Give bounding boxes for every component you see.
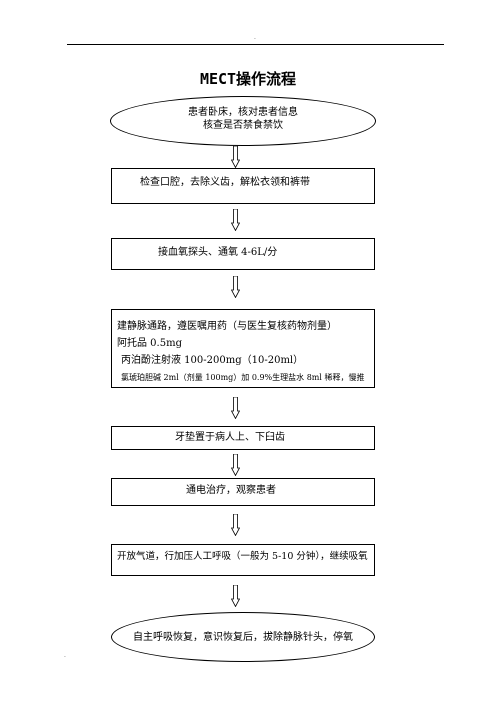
header-dot: . bbox=[254, 34, 256, 41]
step-2-line-1: 检查口腔，去除义齿，解松衣领和裤带 bbox=[140, 177, 310, 188]
step-2-box: 检查口腔，去除义齿，解松衣领和裤带 bbox=[111, 168, 375, 204]
step-3-box: 接血氧探头、通氧 4-6L/分 bbox=[111, 238, 375, 270]
step-3-line-1: 接血氧探头、通氧 4-6L/分 bbox=[158, 247, 278, 258]
step-4-line-2: 阿托品 0.5mg bbox=[117, 338, 182, 349]
arrow-down-icon bbox=[231, 454, 240, 476]
arrow-down-icon bbox=[231, 514, 240, 536]
step-5-line-1: 牙垫置于病人上、下臼齿 bbox=[175, 432, 285, 443]
step-6-line-1: 通电治疗，观察患者 bbox=[186, 485, 276, 496]
arrow-down-icon bbox=[231, 146, 240, 168]
page-title: MECT操作流程 bbox=[199, 70, 297, 88]
footer-dot: . bbox=[64, 652, 66, 659]
step-1-oval: 患者卧床，核对患者信息 核查是否禁食禁饮 bbox=[110, 96, 376, 146]
step-7-box: 开放气道，行加压人工呼吸（一般为 5-10 分钟），继续吸氧 bbox=[111, 544, 375, 576]
step-7-line-1: 开放气道，行加压人工呼吸（一般为 5-10 分钟），继续吸氧 bbox=[117, 551, 368, 562]
step-8-oval: 自主呼吸恢复，意识恢复后，拔除静脉针头，停氧 bbox=[111, 612, 375, 662]
arrow-down-icon bbox=[231, 276, 240, 298]
step-6-box: 通电治疗，观察患者 bbox=[111, 478, 375, 506]
header-rule bbox=[67, 44, 444, 45]
step-4-box: 建静脉通路，遵医嘱用药（与医生复核药物剂量） 阿托品 0.5mg 丙泊酚注射液 … bbox=[111, 309, 375, 388]
step-8-line-1: 自主呼吸恢复，意识恢复后，拔除静脉针头，停氧 bbox=[133, 632, 353, 643]
step-5-box: 牙垫置于病人上、下臼齿 bbox=[111, 426, 375, 450]
arrow-down-icon bbox=[231, 209, 240, 231]
step-1-line-1: 患者卧床，核对患者信息 bbox=[188, 107, 298, 118]
arrow-down-icon bbox=[231, 397, 240, 419]
step-1-line-2: 核查是否禁食禁饮 bbox=[203, 120, 283, 131]
arrow-down-icon bbox=[231, 585, 240, 607]
step-4-line-1: 建静脉通路，遵医嘱用药（与医生复核药物剂量） bbox=[117, 321, 337, 332]
step-4-line-3: 丙泊酚注射液 100-200mg（10-20ml） bbox=[121, 355, 304, 366]
step-4-line-4: 氯琥珀胆碱 2ml（剂量 100mg）加 0.9%生理盐水 8ml 稀释，慢推 bbox=[121, 373, 365, 382]
